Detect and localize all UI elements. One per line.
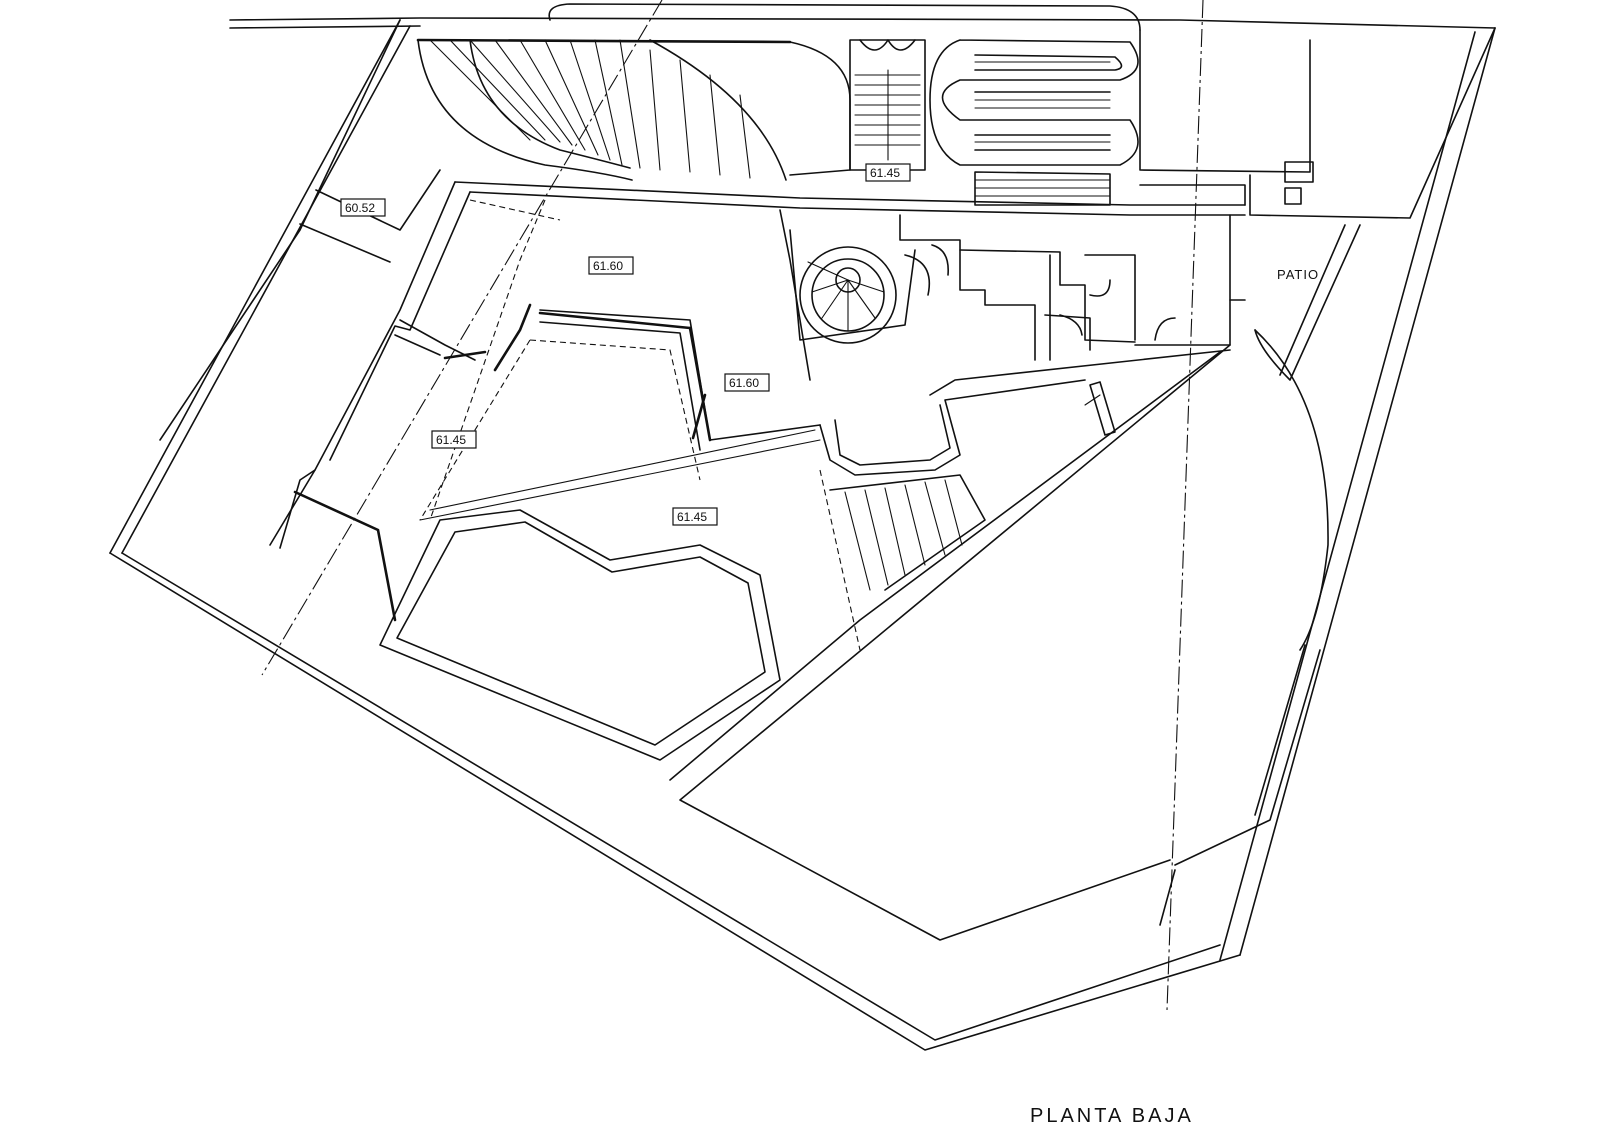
level-61-45-top: 61.45 — [870, 166, 900, 180]
level-61-45-left: 61.45 — [436, 433, 466, 447]
level-tag-60-52 — [340, 198, 386, 217]
level-tag-61-45-left — [431, 430, 477, 449]
left-strip: 60.52 — [159, 19, 441, 441]
pool: 61.45 — [379, 507, 781, 761]
central-rooms: 61.60 61.60 61.45 — [419, 209, 821, 521]
room-label-patio: PATIO — [1277, 267, 1319, 282]
service-rooms — [899, 214, 1246, 361]
main-wall-top — [454, 27, 1496, 219]
drawing-title: PLANTA BAJA — [1030, 1105, 1194, 1127]
patio-area: PATIO — [1254, 224, 1361, 651]
level-tag-61-45-top — [865, 163, 911, 182]
central-stair: 61.45 — [789, 39, 926, 182]
lower-steps — [819, 379, 1086, 651]
level-61-60-mid: 61.60 — [729, 376, 759, 390]
terrace-lines — [669, 344, 1321, 941]
spiral-stair — [789, 229, 930, 344]
level-tag-61-60-upper — [588, 256, 634, 275]
ramp-serpentine — [929, 29, 1314, 206]
level-tag-61-45-pool — [672, 507, 718, 526]
level-tag-61-60-mid — [724, 373, 770, 392]
level-61-45-pool: 61.45 — [677, 510, 707, 524]
site-boundary — [109, 17, 1496, 1051]
level-61-60-upper: 61.60 — [593, 259, 623, 273]
west-block — [269, 181, 561, 622]
axis-lines — [261, 0, 1204, 1011]
level-60-52: 60.52 — [345, 201, 375, 215]
entrance-stair — [416, 3, 1141, 181]
